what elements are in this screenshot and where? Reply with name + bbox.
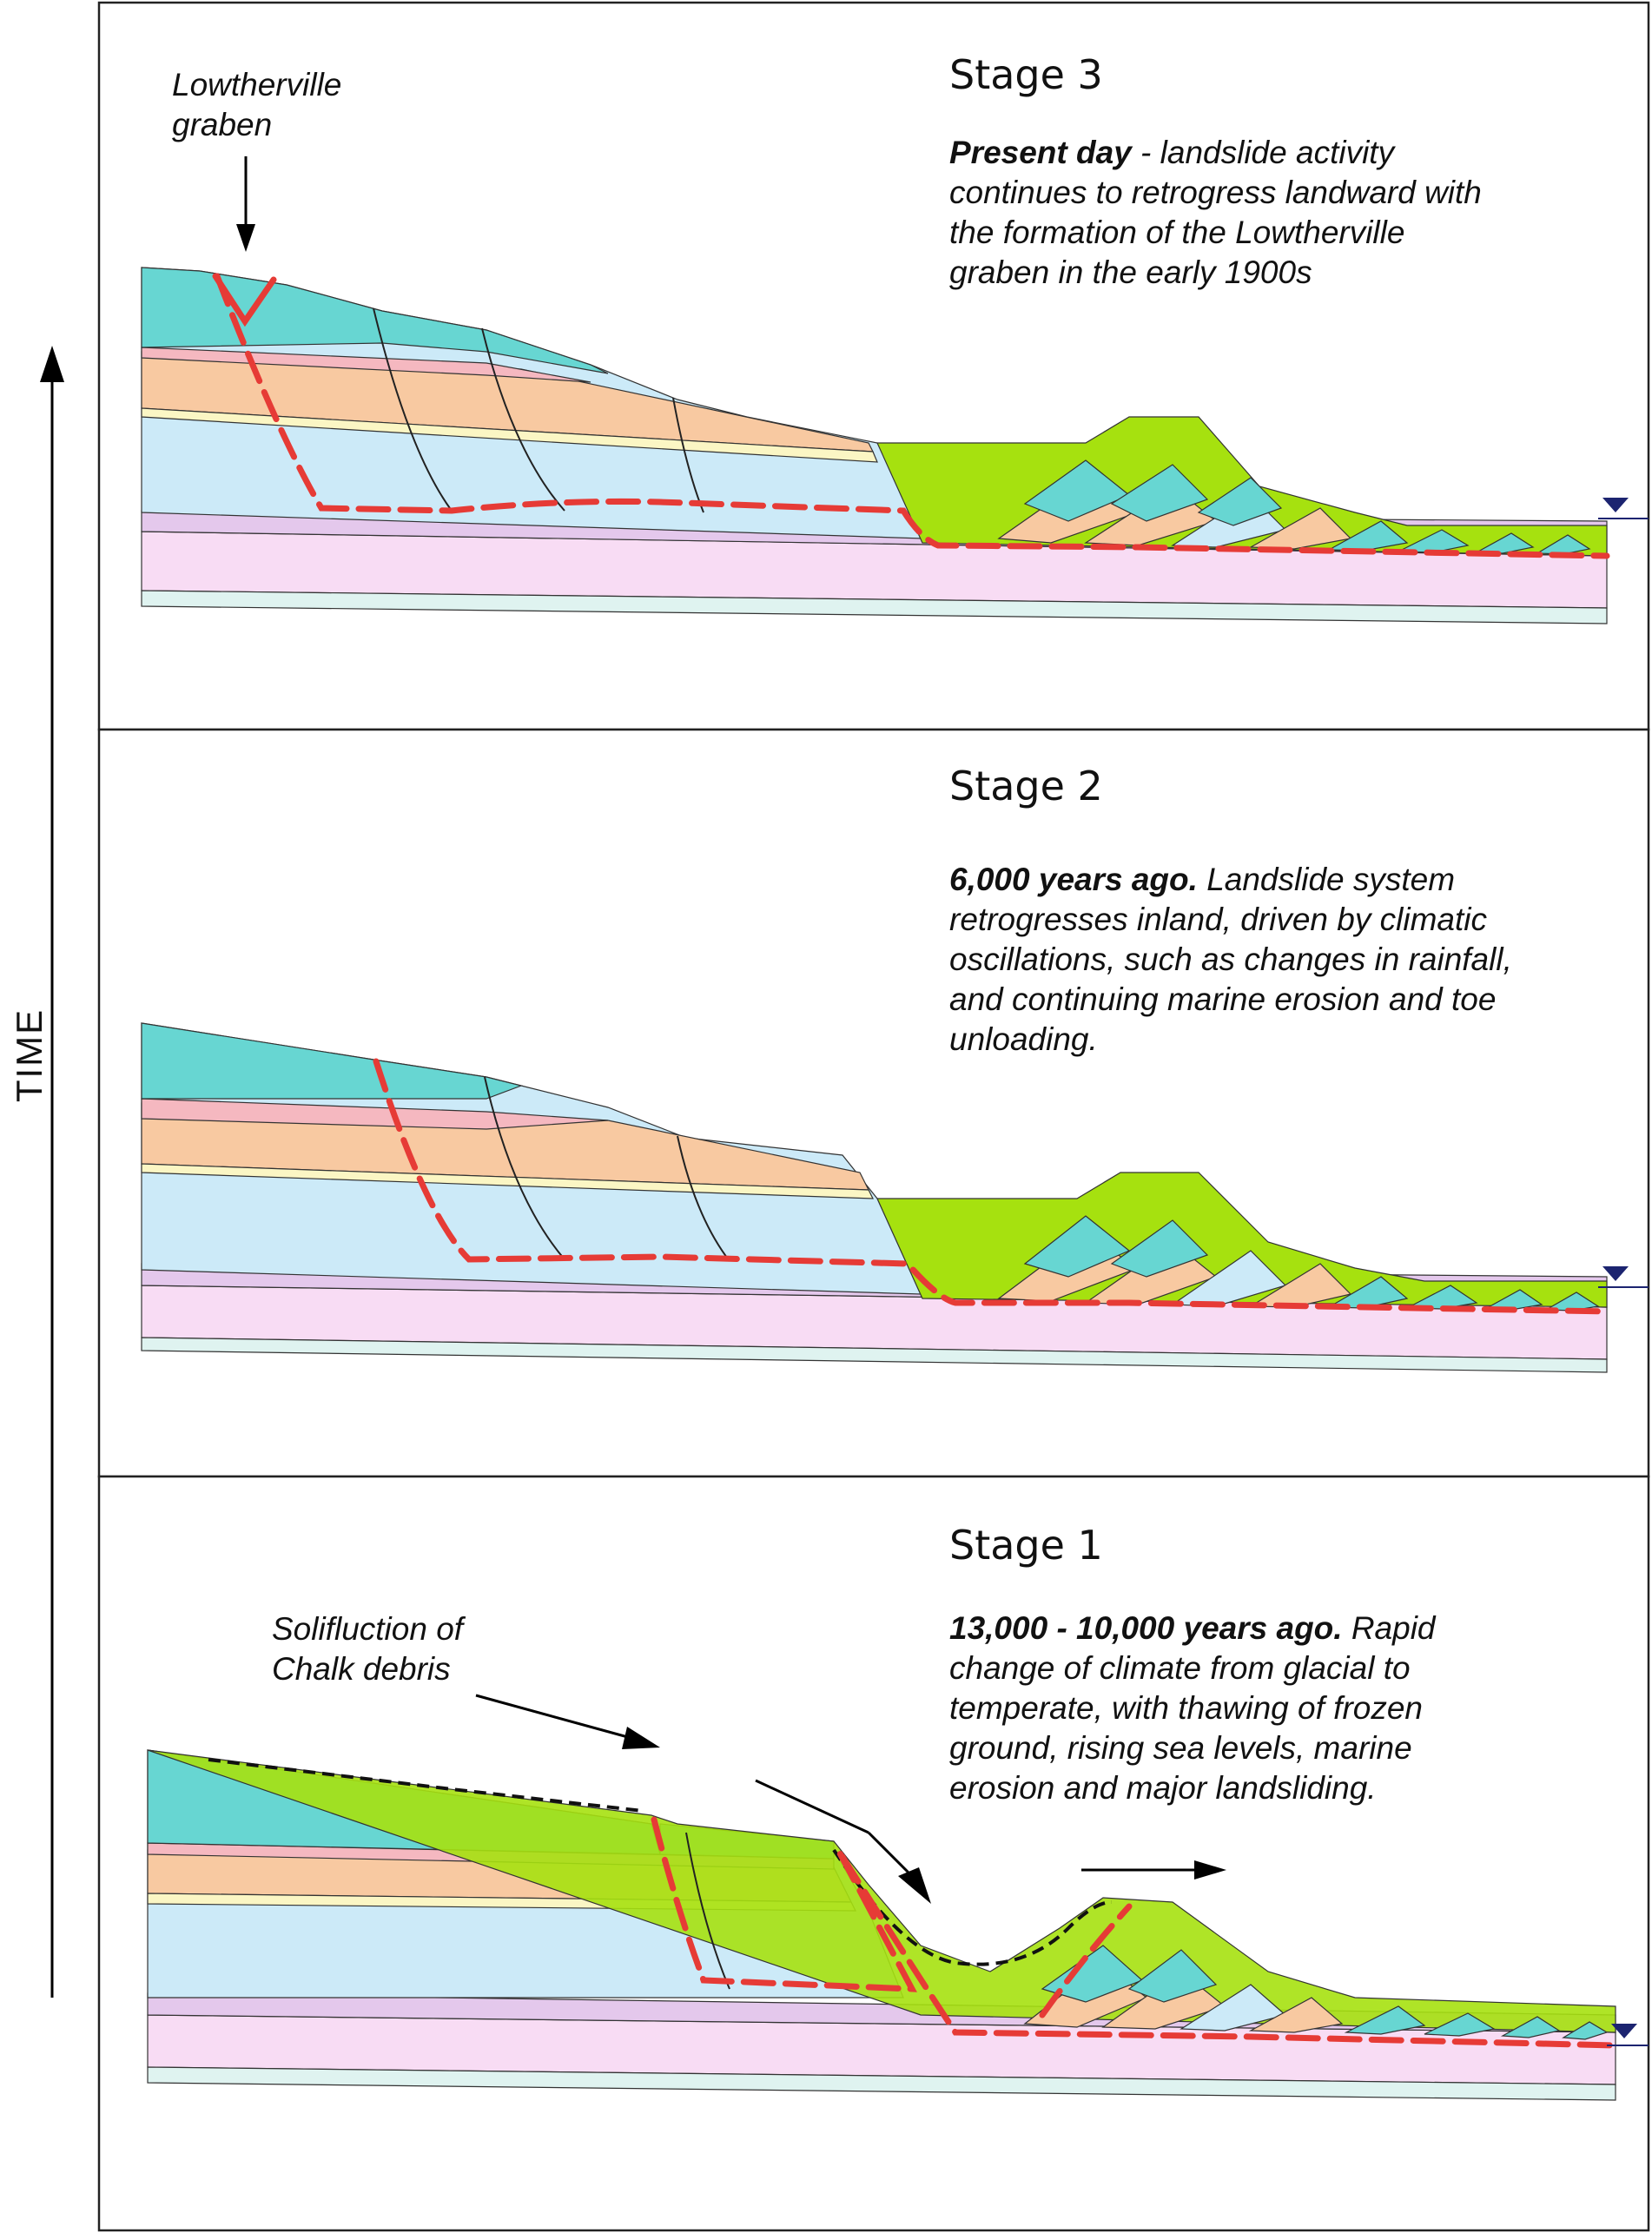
stage-3-cross-section [141,267,1649,624]
base-green-layer [141,1337,1608,1373]
graben-arrow-head [236,224,255,252]
sea-level-marker [1611,2024,1637,2038]
stage-1-desc-line-4: ground, rising sea levels, marine [949,1730,1412,1766]
base-green-layer [141,590,1608,624]
pink-band [141,347,591,383]
time-axis: TIME [9,346,64,1998]
yellow-band [141,407,878,463]
stage-3-lead: Present day [949,135,1133,170]
solifluction-line-upper [208,1758,644,1813]
solifluction-arrow-1-head [622,1727,660,1749]
stage-2-slip-surface [373,1058,1610,1315]
solifluction-arrow-1-shaft [475,1694,635,1741]
stage-3-slip-surface [214,273,1610,559]
stage-1-title: Stage 1 [949,1522,1103,1569]
shear-surface-2 [677,1135,730,1262]
pink-band [141,1098,609,1130]
landslide-debris [147,1749,1616,2033]
solifluction-arrow-2-shaft [755,1779,869,1834]
graben-label-line-1: Lowtherville [172,67,341,102]
rotated-blocks [997,459,1591,555]
stage-1-lead: 13,000 - 10,000 years ago. [949,1610,1343,1646]
chalk-layer [141,267,609,374]
base-green-layer [147,2066,1616,2101]
solifluction-line-lower [832,1848,1113,1966]
stage-2-desc-line-3: oscillations, such as changes in rainfal… [949,941,1512,977]
solifluction-label: Solifluction of Chalk debris [272,1611,472,1687]
solifluction-arrow-2-bend [867,1831,914,1878]
sea-level-marker [1602,498,1629,512]
chalk-layer [141,1022,524,1100]
stage-1-desc-line-3: temperate, with thawing of frozen [949,1690,1423,1726]
lowtherville-graben-label: Lowtherville graben [172,67,351,142]
sea-level-marker [1602,1266,1629,1281]
stage-3-description: Present day - landslide activity continu… [949,135,1490,290]
stage-3-title: Stage 3 [949,51,1103,98]
stage-2-cross-section [141,1022,1649,1373]
stage-1-cross-section [147,1749,1649,2101]
stage-2-desc-line-1: Landslide system [1198,862,1455,897]
stage-1-desc-line-2: change of climate from glacial to [949,1650,1411,1686]
toe-movement-arrow-head [1194,1860,1226,1880]
stage-3-desc-line-3: the formation of the Lowtherville [949,215,1404,250]
time-arrow-head [40,346,64,382]
stage-1-description: 13,000 - 10,000 years ago. Rapid change … [949,1610,1444,1806]
graben-label-line-2: graben [172,107,272,142]
stage-3-desc-line-1: - landslide activity [1132,135,1397,170]
stage-1-desc-line-5: erosion and major landsliding. [949,1770,1377,1806]
shear-surface-1 [484,1076,565,1260]
stage-1-slip-surface [651,1816,1619,2049]
shear-surface-1 [373,307,453,512]
rotated-blocks [1023,1945,1609,2040]
stage-2-desc-line-5: unloading. [949,1021,1098,1057]
stage-3-desc-line-2: continues to retrogress landward with [949,175,1482,210]
solifluction-arrow-2-head [898,1867,931,1904]
stage-2-desc-line-2: retrogresses inland, driven by climatic [949,902,1487,937]
stage-1-desc-line-1: Rapid [1343,1610,1437,1646]
stage-2-desc-line-4: and continuing marine erosion and toe [949,981,1496,1017]
time-axis-label: TIME [9,1008,50,1102]
solifluction-label-line-2: Chalk debris [272,1651,451,1687]
stage-1-slip-toe [1039,1903,1133,2018]
shear-surface-1 [685,1832,730,1990]
stage-2-description: 6,000 years ago. Landslide system retrog… [949,862,1521,1057]
yellow-band [141,1163,874,1199]
stage-2-lead: 6,000 years ago. [949,862,1198,897]
shear-surface-2 [481,327,565,512]
solifluction-label-line-1: Solifluction of [272,1611,466,1647]
stage-3-desc-line-4: graben in the early 1900s [949,254,1312,290]
stage-2-title: Stage 2 [949,763,1103,809]
